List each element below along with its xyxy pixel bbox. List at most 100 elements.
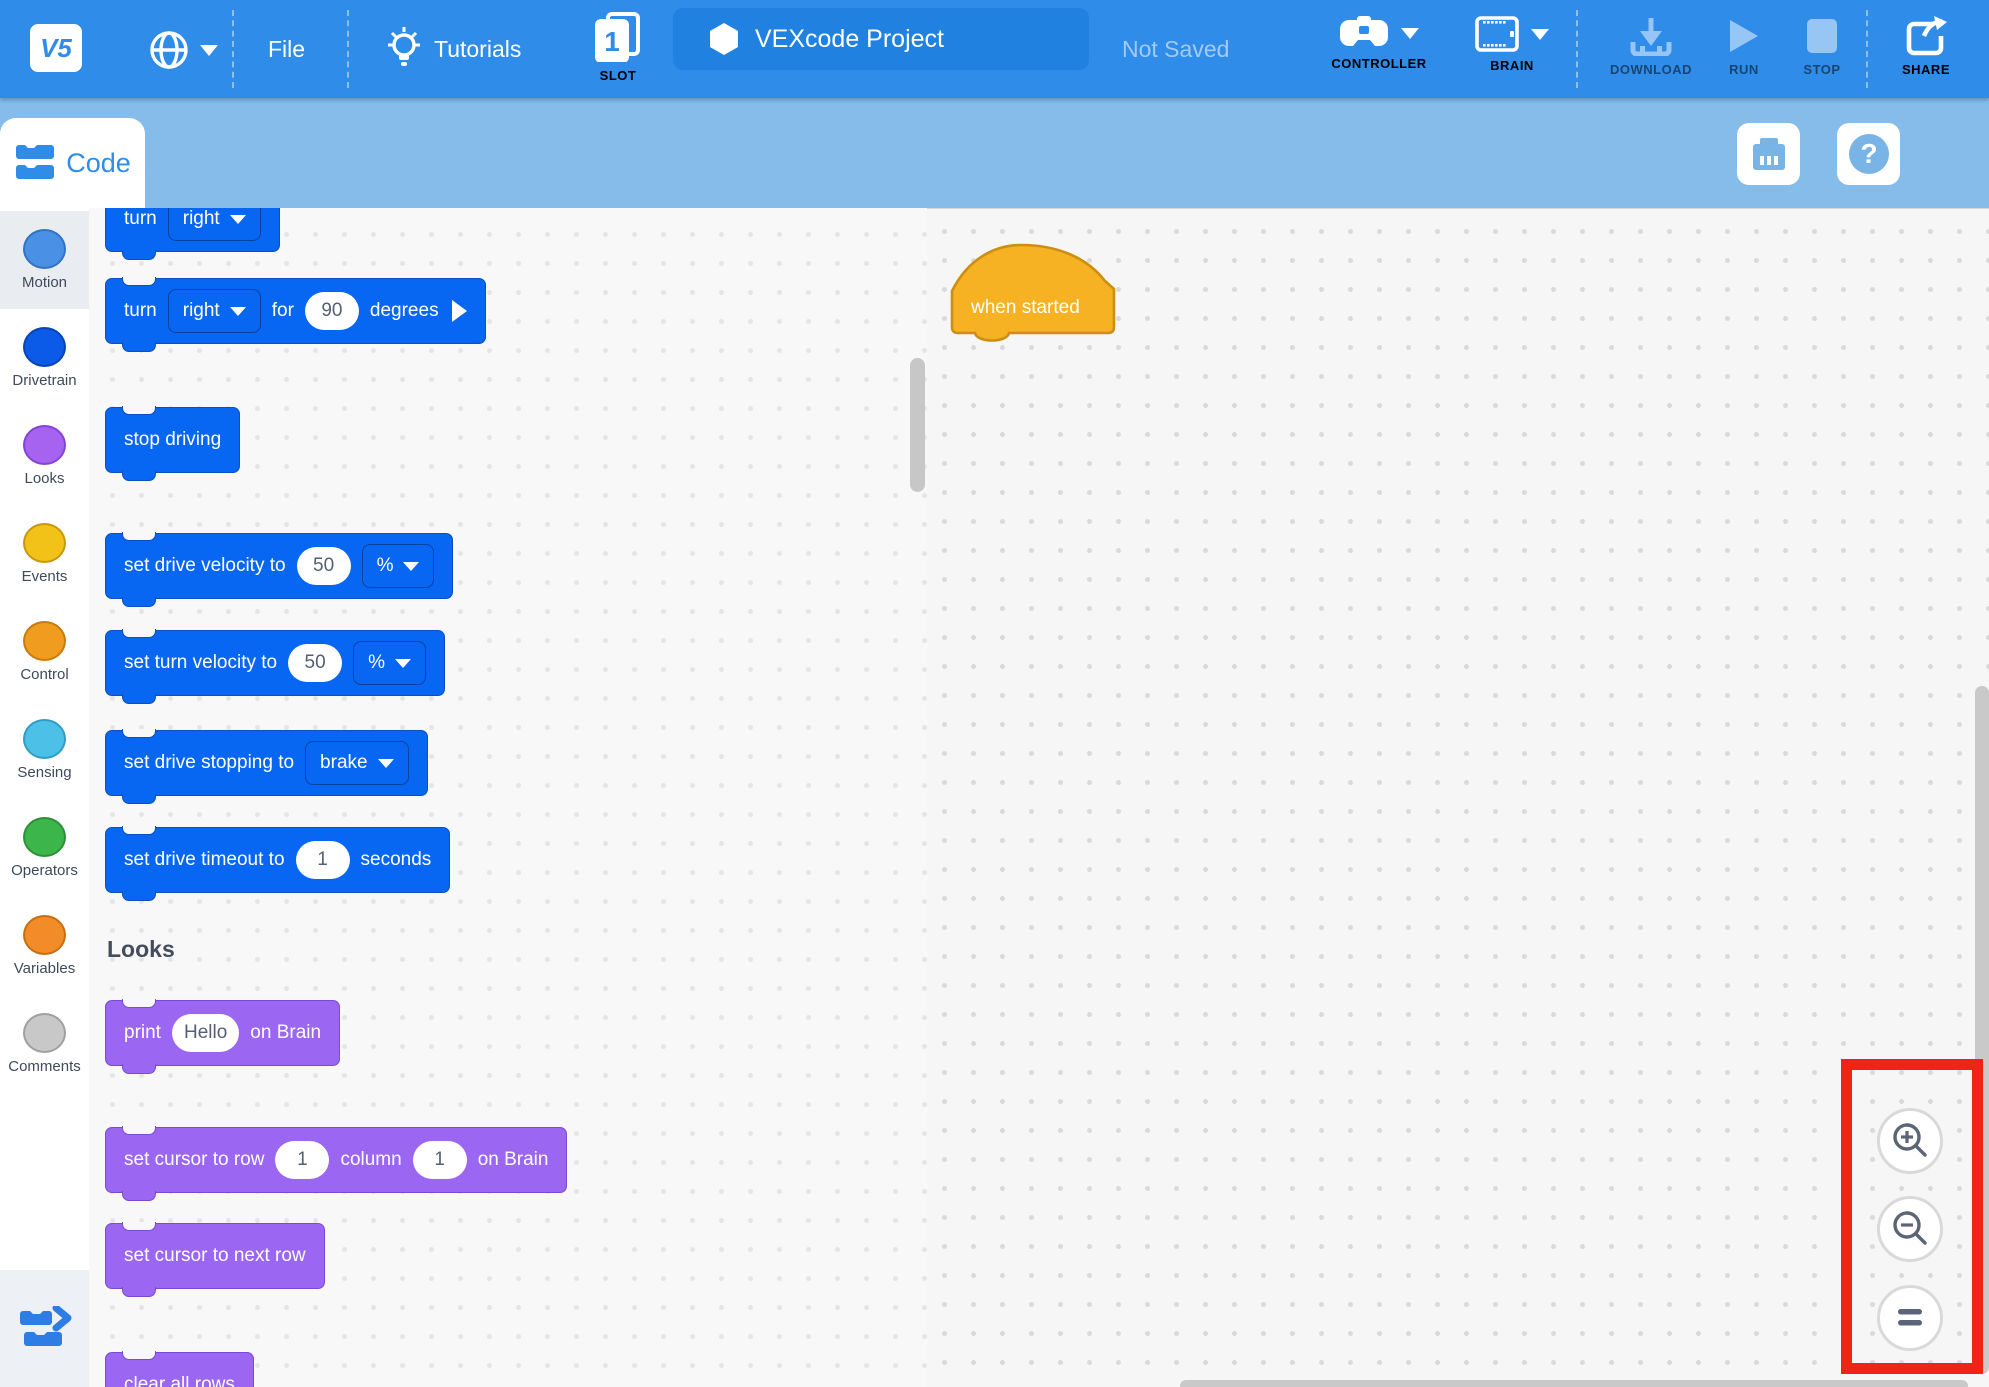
block-text: for (271, 300, 294, 321)
block-text: set cursor to next row (124, 1245, 306, 1266)
canvas-horizontal-scrollbar[interactable] (1180, 1380, 1968, 1387)
block-set-cursor-next-row[interactable]: set cursor to next row (105, 1222, 325, 1297)
tab-code[interactable]: Code (0, 118, 145, 208)
help-button[interactable]: ? (1837, 123, 1900, 185)
dropdown-field[interactable]: % (353, 641, 427, 685)
sensing-category-icon (23, 719, 66, 759)
block-text: set turn velocity to (124, 652, 278, 673)
sidebar-item-sensing[interactable]: Sensing (0, 701, 89, 799)
project-name-button[interactable]: VEXcode Project (673, 8, 1089, 70)
tutorials-button[interactable]: Tutorials (382, 0, 521, 98)
zoom-out-button[interactable] (1877, 1196, 1943, 1262)
chevron-down-icon (229, 306, 246, 316)
controller-button[interactable]: CONTROLLER (1320, 16, 1438, 71)
brain-button[interactable]: BRAIN (1462, 16, 1562, 73)
block-text: on Brain (477, 1149, 549, 1170)
sidebar-item-comments[interactable]: Comments (0, 995, 89, 1093)
chevron-down-icon (229, 214, 246, 224)
brain-label: BRAIN (1490, 58, 1534, 73)
block-turn[interactable]: turn right (105, 208, 280, 260)
vex-logo[interactable]: V5 (30, 24, 82, 72)
dropdown-value: right (182, 300, 220, 321)
devices-button[interactable] (1737, 123, 1800, 185)
sidebar-item-events[interactable]: Events (0, 505, 89, 603)
value-input[interactable]: 90 (304, 292, 359, 330)
sidebar-item-control[interactable]: Control (0, 603, 89, 701)
share-button[interactable]: SHARE (1886, 16, 1966, 77)
value-input[interactable]: 1 (275, 1141, 330, 1179)
value-input[interactable]: 1 (412, 1141, 467, 1179)
collapse-palette-icon[interactable] (18, 1305, 72, 1352)
block-text: set drive timeout to (124, 849, 285, 870)
block-text: turn (124, 208, 157, 229)
category-label: Comments (8, 1058, 81, 1075)
dropdown-field[interactable]: right (167, 208, 261, 241)
controller-icon (1340, 16, 1388, 46)
control-category-icon (23, 621, 66, 661)
when-started-block[interactable]: when started (949, 241, 1117, 353)
language-menu[interactable] (146, 27, 218, 73)
globe-icon (150, 31, 188, 69)
looks-category-icon (23, 425, 66, 465)
file-menu[interactable]: File (268, 0, 305, 98)
top-toolbar: V5 File T (0, 0, 1989, 98)
block-set-drive-velocity[interactable]: set drive velocity to 50% (105, 532, 454, 607)
value-input[interactable]: 1 (295, 841, 350, 879)
zoom-in-button[interactable] (1877, 1108, 1943, 1174)
expand-arrow-icon[interactable] (451, 300, 467, 322)
workspace-canvas[interactable]: when started (927, 208, 1989, 1387)
category-label: Variables (13, 960, 76, 977)
dropdown-field[interactable]: % (361, 544, 435, 588)
category-label: Drivetrain (12, 372, 77, 389)
toolbar-divider (232, 10, 234, 88)
value-input[interactable]: Hello (171, 1014, 240, 1052)
block-text: print (124, 1022, 161, 1043)
svg-text:?: ? (1860, 138, 1877, 169)
share-label: SHARE (1901, 62, 1950, 77)
stop-button[interactable]: STOP (1792, 16, 1852, 77)
block-stop-driving[interactable]: stop driving (105, 406, 241, 481)
sidebar-item-drivetrain[interactable]: Drivetrain (0, 309, 89, 407)
events-category-icon (23, 523, 66, 563)
file-menu-label: File (268, 35, 306, 62)
controller-label: CONTROLLER (1331, 56, 1427, 71)
dropdown-value: brake (320, 752, 368, 773)
slot-button[interactable]: 1 SLOT (588, 12, 648, 83)
run-button[interactable]: RUN (1716, 16, 1772, 77)
category-label: Sensing (17, 764, 72, 781)
download-button[interactable]: DOWNLOAD (1596, 16, 1706, 77)
lightbulb-icon (388, 27, 420, 66)
toolbar-divider (1866, 10, 1868, 88)
block-text: degrees (369, 300, 439, 321)
sidebar-item-variables[interactable]: Variables (0, 897, 89, 995)
sidebar-item-operators[interactable]: Operators (0, 799, 89, 897)
chevron-down-icon (1401, 27, 1419, 39)
operators-category-icon (23, 817, 66, 857)
value-input[interactable]: 50 (296, 547, 351, 585)
dropdown-field[interactable]: right (167, 289, 261, 333)
drivetrain-category-icon (23, 327, 66, 367)
dropdown-field[interactable]: brake (305, 741, 409, 785)
reset-zoom-button[interactable] (1877, 1285, 1943, 1351)
block-set-turn-velocity[interactable]: set turn velocity to 50% (105, 629, 446, 704)
slot-pages-icon: 1 (595, 12, 640, 62)
tutorials-label: Tutorials (434, 35, 522, 62)
zoom-out-icon (1893, 1211, 1927, 1245)
block-clear-all-rows[interactable]: clear all rows (105, 1351, 254, 1387)
category-label: Events (21, 568, 68, 585)
download-icon (1630, 18, 1672, 56)
sidebar-item-looks[interactable]: Looks (0, 407, 89, 505)
palette-scrollbar[interactable] (910, 358, 925, 492)
sidebar-item-motion[interactable]: Motion (0, 211, 89, 309)
block-text: set drive velocity to (124, 555, 286, 576)
devices-icon (1752, 138, 1785, 170)
zoom-in-icon (1893, 1123, 1927, 1157)
value-input[interactable]: 50 (288, 644, 343, 682)
stop-label: STOP (1803, 62, 1841, 77)
